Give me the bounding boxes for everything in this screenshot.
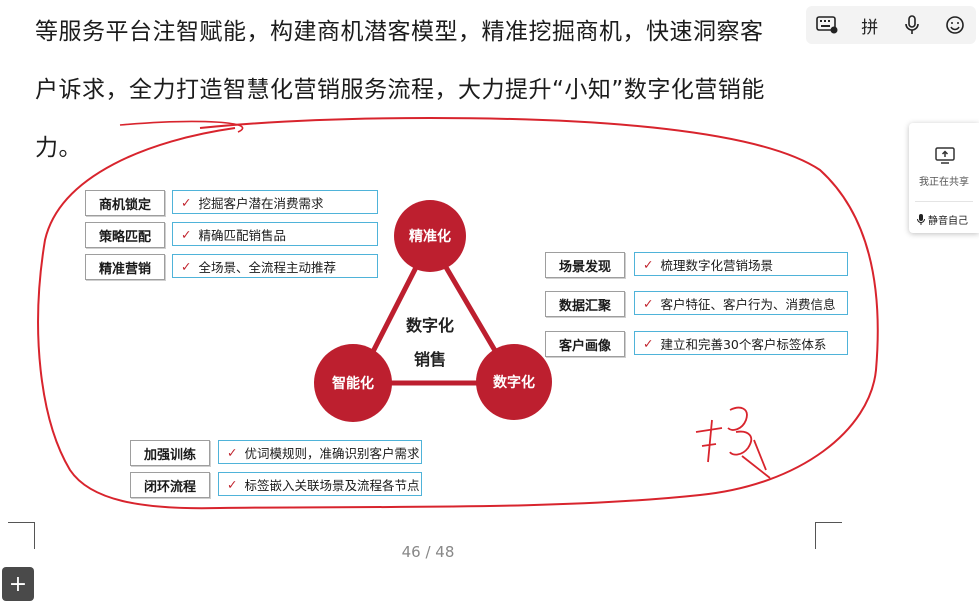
page-indicator: 46 / 48 [401, 543, 455, 561]
desc-opportunity-lock: ✓ 挖掘客户潜在消费需求 [172, 190, 378, 214]
desc-text: 标签嵌入关联场景及流程各节点 [244, 477, 420, 493]
desc-strengthen-training: ✓ 优词模规则，准确识别客户需求 [218, 440, 422, 464]
center-title-line2: 销售 [413, 350, 446, 369]
paragraph-line-2: 户诉求，全力打造智慧化营销服务流程，大力提升“小知”数字化营销能 [35, 77, 765, 103]
desc-text: 梳理数字化营销场景 [660, 257, 773, 273]
ime-toolbar: 拼 [806, 6, 976, 44]
node-digital: 数字化 [476, 344, 552, 420]
label-precision-marketing: 精准营销 [85, 254, 165, 280]
label-closed-loop: 闭环流程 [130, 472, 210, 498]
check-icon: ✓ [181, 194, 192, 210]
label-data-aggregation: 数据汇聚 [545, 291, 625, 317]
desc-text: 优词模规则，准确识别客户需求 [244, 445, 420, 461]
desc-text: 全场景、全流程主动推荐 [198, 259, 336, 275]
crop-corner [815, 522, 842, 549]
desc-precision-marketing: ✓ 全场景、全流程主动推荐 [172, 254, 378, 278]
node-precision: 精准化 [394, 200, 466, 272]
desc-data-aggregation: ✓ 客户特征、客户行为、消费信息 [634, 291, 848, 315]
node-intelligent: 智能化 [314, 344, 392, 422]
check-icon: ✓ [643, 256, 654, 272]
label-strengthen-training: 加强训练 [130, 440, 210, 466]
microphone-icon[interactable] [896, 10, 928, 40]
paragraph-line-1: 等服务平台注智赋能，构建商机潜客模型，精准挖掘商机，快速洞察客 [35, 19, 764, 45]
desc-customer-profile: ✓ 建立和完善30个客户标签体系 [634, 331, 848, 355]
center-title-line1: 数字化 [405, 316, 454, 335]
desc-text: 挖掘客户潜在消费需求 [198, 195, 324, 211]
divider [915, 201, 973, 202]
label-opportunity-lock: 商机锁定 [85, 190, 165, 216]
check-icon: ✓ [181, 258, 192, 274]
desc-scene-discovery: ✓ 梳理数字化营销场景 [634, 252, 848, 276]
pinyin-toggle[interactable]: 拼 [861, 17, 879, 38]
desc-text: 客户特征、客户行为、消费信息 [660, 296, 836, 312]
crop-corner [8, 522, 35, 549]
emoji-icon[interactable] [939, 10, 971, 40]
mute-self-button[interactable]: 静音自己 [917, 212, 968, 227]
desc-closed-loop: ✓ 标签嵌入关联场景及流程各节点 [218, 472, 422, 496]
screen-share-panel: 我正在共享 静音自己 [909, 123, 979, 233]
mute-self-label: 静音自己 [928, 216, 968, 227]
desc-strategy-match: ✓ 精确匹配销售品 [172, 222, 378, 246]
desc-text: 建立和完善30个客户标签体系 [660, 336, 827, 352]
check-icon: ✓ [227, 476, 238, 492]
sharing-status: 我正在共享 [919, 177, 969, 188]
keyboard-icon[interactable] [811, 10, 843, 40]
check-icon: ✓ [643, 295, 654, 311]
label-customer-profile: 客户画像 [545, 331, 625, 357]
check-icon: ✓ [227, 444, 238, 460]
label-scene-discovery: 场景发现 [545, 252, 625, 278]
check-icon: ✓ [643, 335, 654, 351]
label-strategy-match: 策略匹配 [85, 222, 165, 248]
add-button[interactable]: + [2, 567, 34, 601]
microphone-icon [917, 214, 925, 225]
check-icon: ✓ [181, 226, 192, 242]
desc-text: 精确匹配销售品 [198, 227, 286, 243]
screen-share-icon[interactable] [935, 147, 955, 169]
